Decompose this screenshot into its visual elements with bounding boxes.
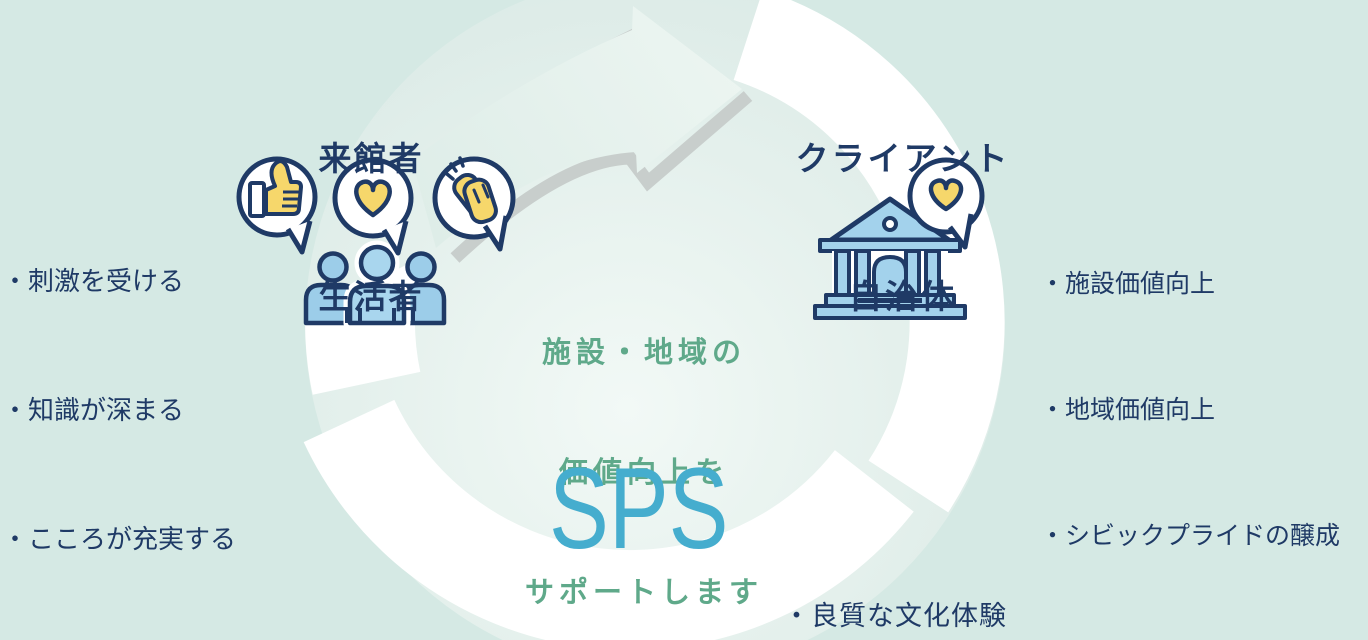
heart-icon [928,178,964,212]
speech-bubble-thumbs-up [236,156,318,255]
clients-title-line2: 自治体 [849,278,957,315]
client-benefit-item: ・地域価値向上 [1040,396,1216,424]
center-message-line3: サポートします [524,577,763,609]
client-benefit-item: ・シビックプライドの醸成 [1040,522,1341,550]
visitor-benefit-item: ・刺激を受ける [2,266,185,296]
visitors-title-line1: 来館者 [318,140,424,177]
visitor-benefits-list: ・刺激を受ける ・知識が深まる ・こころが充実する [2,174,236,640]
thumbs-up-icon [248,159,303,218]
clients-title: クライアント 自治体 [783,44,1023,412]
people-icon [303,240,447,330]
center-message-line2: 価値向上を [558,457,729,489]
client-benefits-list: ・施設価値向上 ・地域価値向上 ・シビックプライドの醸成 [1040,179,1340,640]
brand-offering-item: ・良質な文化体験 [783,601,1007,631]
museum-building-icon [813,196,967,320]
center-message-line1: 施設・地域の [541,337,746,369]
speech-bubble-clap [432,156,516,252]
visitors-title: 来館者 生活者 [261,44,481,412]
brand-offerings-list: ・良質な文化体験 ・文化施設運営 ・文化振興活動 [783,521,1007,640]
clapping-hands-icon [445,156,498,225]
center-message: 施設・地域の 価値向上を サポートします [494,253,794,640]
heart-icon [354,179,392,218]
brand-name: SPS [549,445,729,573]
visitor-benefit-item: ・こころが充実する [2,524,237,554]
speech-bubble-building-heart [907,157,985,250]
client-benefit-item: ・施設価値向上 [1040,270,1216,298]
speech-bubble-heart [332,157,414,256]
cycle-band-bottom [303,399,914,640]
visitor-benefit-item: ・知識が深まる [2,395,185,425]
clients-title-line1: クライアント [795,140,1011,177]
visitors-title-line2: 生活者 [318,278,424,315]
